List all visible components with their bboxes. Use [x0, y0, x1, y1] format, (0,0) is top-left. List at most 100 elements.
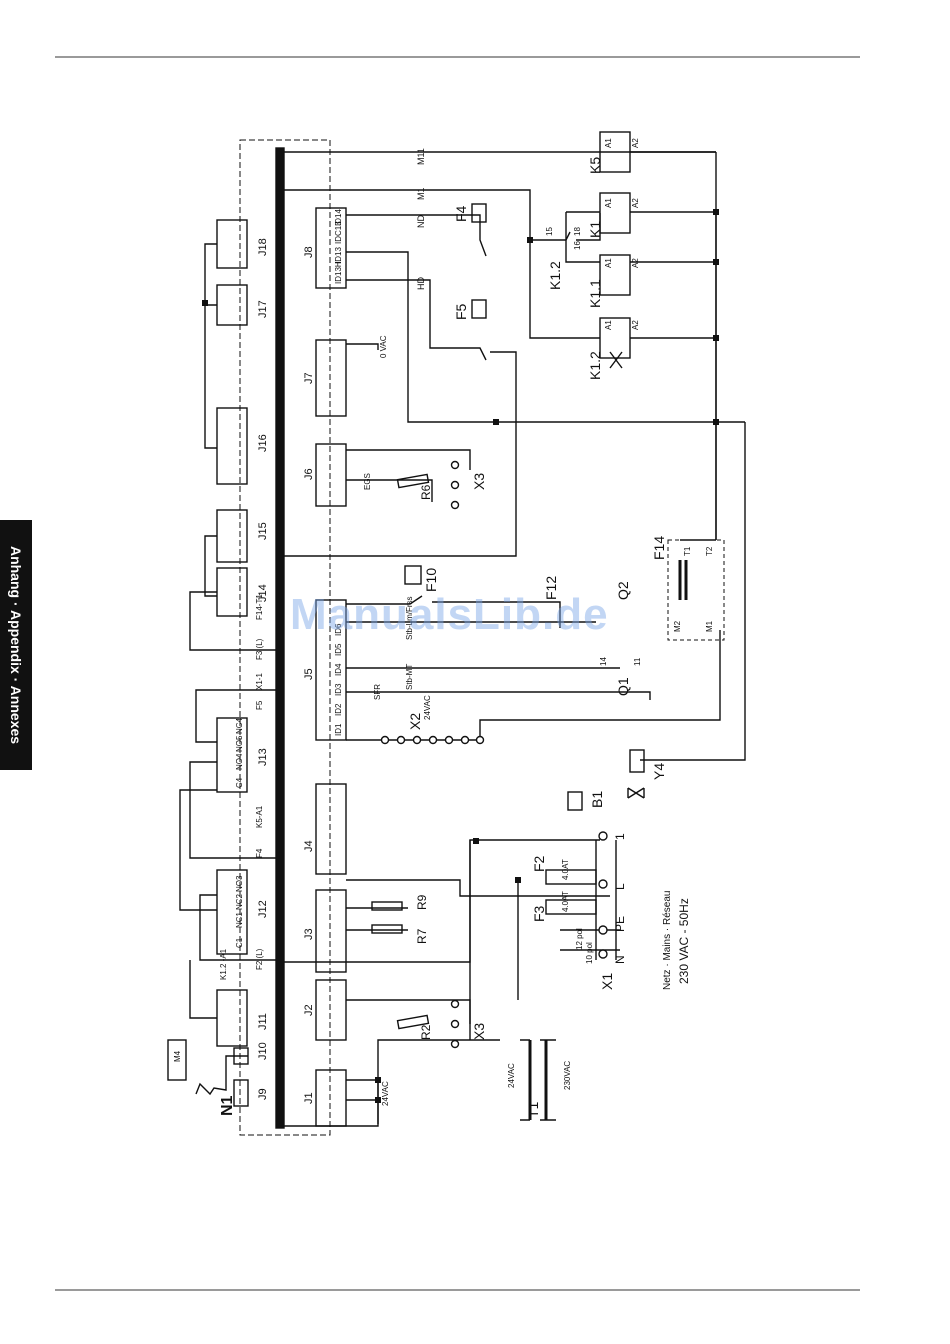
wire-label-24vac-low: 24VAC	[381, 1081, 390, 1106]
k1-a2: A2	[631, 198, 640, 208]
section-tab[interactable]: Anhang · Appendix · Annexes	[0, 520, 32, 770]
label-f5: F5	[453, 303, 469, 320]
j5-pin-1: ID1	[334, 723, 343, 736]
coil-k1	[599, 192, 631, 234]
label-j13: J13	[257, 748, 269, 766]
j5-pin-4: ID4	[334, 663, 343, 676]
label-f3: F3	[531, 905, 547, 922]
terminal-l: L	[613, 883, 627, 890]
pole-10: 10 pol	[585, 942, 594, 964]
label-k12-a1: K1.2 -A1	[219, 948, 228, 980]
wire-label-24vac: 24VAC	[423, 695, 432, 720]
label-x2: X2	[407, 713, 423, 730]
wire-label-egs: EGS	[363, 473, 372, 490]
label-x1-1: X1-1	[255, 673, 264, 690]
j12-pin-4: NO3	[235, 875, 244, 892]
label-k1-1: K1.1	[587, 279, 603, 308]
display-m4	[167, 1039, 187, 1081]
label-j2: J2	[303, 1004, 315, 1016]
label-k1-2-contact: K1.2	[547, 261, 563, 290]
contact-15: 15	[545, 227, 554, 236]
rating-f2: 4.0AT	[561, 859, 570, 880]
rating-f3: 4.0AT	[561, 891, 570, 912]
k5-a1: A1	[604, 138, 613, 148]
j12-pin-1: C1	[235, 937, 244, 948]
k1-2-a2: A2	[631, 320, 640, 330]
motor-m1: M1	[705, 620, 714, 632]
switch-f5	[471, 299, 487, 319]
bottom-connectors	[315, 207, 347, 1127]
label-f14-t1: F14-T1	[255, 594, 264, 620]
controller-label: N1	[219, 1095, 236, 1116]
label-j12: J12	[257, 900, 269, 918]
label-j16: J16	[257, 434, 269, 452]
k5-a2: A2	[631, 138, 640, 148]
fuse-f2	[545, 869, 597, 885]
label-r7: R7	[415, 928, 429, 944]
label-j15: J15	[257, 522, 269, 540]
label-j11: J11	[257, 1013, 269, 1030]
controller-outline	[239, 139, 331, 1136]
label-j9: J9	[257, 1088, 269, 1100]
switch-b1	[567, 791, 583, 811]
wire-label-stoer: Stb-Lm/Frss	[405, 596, 414, 640]
wire-label-m1: M1	[416, 187, 426, 200]
j13-pin-2: NO4	[235, 753, 244, 770]
label-j4: J4	[303, 840, 315, 852]
j8-pin-3: IDC13	[334, 221, 343, 244]
t1-secondary: 24VAC	[507, 1063, 516, 1088]
label-f14: F14	[651, 536, 667, 560]
label-f2: F2 (L)	[255, 948, 264, 970]
j5-pin-5: ID5	[334, 643, 343, 656]
wire-nd	[346, 214, 487, 257]
label-x3-upper: X3	[471, 473, 487, 490]
label-f2: F2	[531, 855, 547, 872]
label-f4-bus: F4	[255, 848, 264, 858]
label-j7: J7	[303, 372, 315, 384]
mains-label: Netz · Mains · Réseau	[662, 891, 673, 990]
label-q1: Q1	[615, 677, 631, 696]
f14-enclosure	[667, 539, 725, 641]
contact-14: 14	[599, 657, 608, 666]
label-q2: Q2	[615, 581, 631, 600]
label-j5: J5	[303, 668, 315, 680]
label-k5: K5	[587, 157, 603, 174]
j5-pin-3: ID3	[334, 683, 343, 696]
f14-t1: T1	[683, 546, 692, 556]
wire-label-hd: HD	[416, 277, 426, 290]
wire-label-nd: ND	[416, 215, 426, 228]
resistor-r9	[371, 901, 403, 911]
label-f12: F12	[543, 576, 559, 600]
wire-label-stb: Stb-MT	[405, 664, 414, 690]
j12-pin-2: NC1	[235, 911, 244, 928]
label-k1-2-coil: K1.2	[587, 351, 603, 380]
j12-pin-3: NC2	[235, 893, 244, 910]
j13-pin-4: NC4	[235, 717, 244, 734]
k1-2-a1: A1	[604, 320, 613, 330]
j13-pin-1: C4	[235, 777, 244, 788]
label-f10: F10	[423, 568, 439, 592]
wire-m1	[284, 189, 531, 240]
wire-label-0vac: 0 VAC	[379, 335, 388, 358]
contact-16: 16	[573, 241, 582, 250]
j8-pin-4: ID14	[334, 209, 343, 226]
motor-m2: M2	[673, 620, 682, 632]
switch-f4	[471, 203, 487, 223]
label-j17: J17	[257, 300, 269, 318]
label-j8: J8	[303, 246, 315, 258]
bottom-rule	[55, 1289, 860, 1291]
resistor-r2	[396, 1014, 430, 1030]
wire-label-m11: M11	[416, 148, 426, 165]
coil-y4	[629, 749, 645, 773]
j8-pin-2: ID13	[334, 247, 343, 264]
label-x3-lower: X3	[471, 1023, 487, 1040]
label-b1: B1	[589, 791, 605, 808]
k1-a1: A1	[604, 198, 613, 208]
label-y4: Y4	[651, 763, 667, 780]
label-r2: R2	[419, 1024, 433, 1040]
top-rule	[55, 56, 860, 58]
label-k1: K1	[587, 221, 603, 238]
label-f4: F4	[453, 205, 469, 222]
label-f5-bus: F5	[255, 700, 264, 710]
